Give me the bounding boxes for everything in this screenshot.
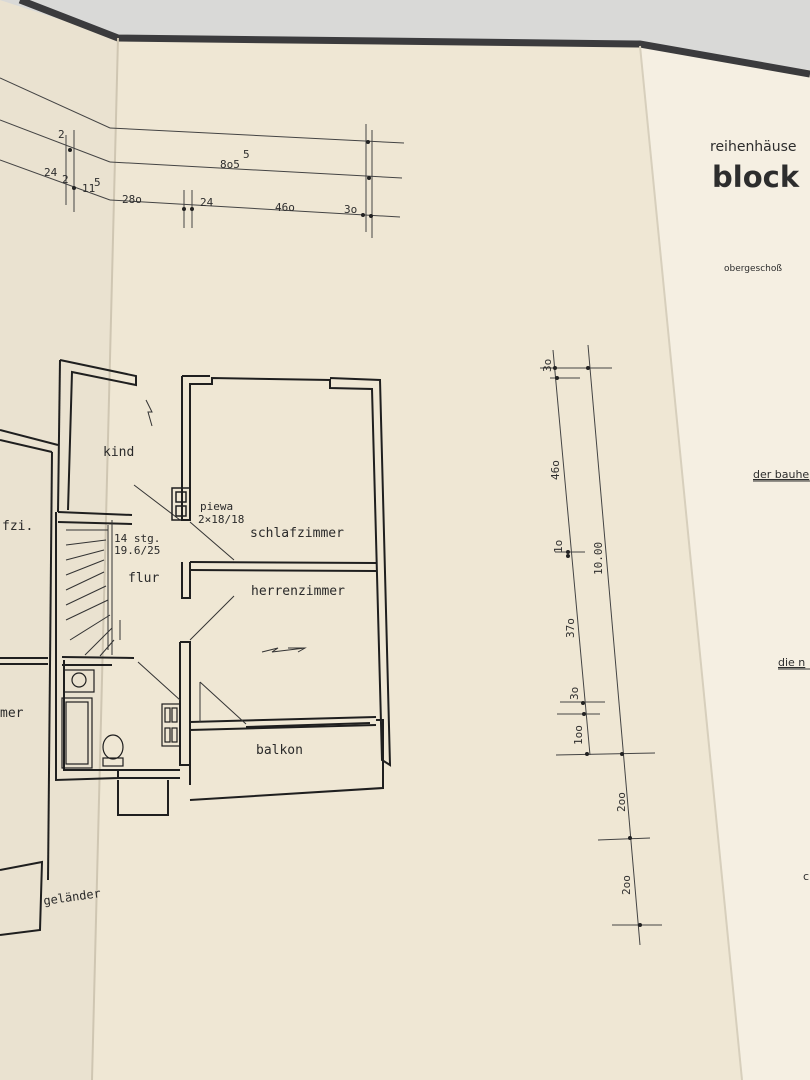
title-block: block <box>712 160 800 194</box>
dim-side-370: 37o <box>564 618 577 638</box>
top-dimension-lines <box>0 77 405 238</box>
room-label-stairs-size: 19.6/25 <box>114 544 160 557</box>
floor-plan-walls <box>0 359 392 936</box>
dim-side-1000: 10.00 <box>592 542 605 575</box>
side-note-bauherr: der bauhe <box>753 468 809 481</box>
room-label-piewa-size: 2×18/18 <box>198 513 244 526</box>
dim-805-sup: 5 <box>243 148 250 161</box>
room-label-herrenzimmer: herrenzimmer <box>251 584 345 599</box>
center-page-panel <box>92 38 742 1080</box>
dim-side-200a: 2oo <box>615 792 628 812</box>
dim-side-10: 1o <box>552 540 565 553</box>
dim-2: 2 <box>58 128 65 141</box>
side-note-c: c <box>803 870 809 883</box>
dim-805: 8o5 <box>220 158 240 171</box>
room-label-flur: flur <box>128 571 159 586</box>
room-label-kind: kind <box>103 445 134 460</box>
room-label-stairs: 14 stg. <box>114 532 160 545</box>
dim-side-100: 1oo <box>572 725 585 745</box>
dim-side-30: 3o <box>541 359 554 372</box>
chimney-piewa <box>171 487 191 521</box>
room-label-mer: mer <box>0 706 24 721</box>
fold-line-left <box>91 37 119 1080</box>
dim-2b: 2 <box>62 173 69 186</box>
dim-460: 46o <box>275 201 295 214</box>
paper-top-edge <box>18 0 810 78</box>
dim-115-sup: 5 <box>94 176 101 189</box>
room-label-fzi: fzi. <box>2 519 33 534</box>
room-label-schlafzimmer: schlafzimmer <box>250 526 344 541</box>
room-label-balkon: balkon <box>256 743 303 758</box>
title-reihenhaeuser: reihenhäuse <box>710 139 797 155</box>
dim-side-460: 46o <box>549 460 562 480</box>
dim-side-200b: 2oo <box>620 875 633 895</box>
floor-label: obergeschoß <box>724 264 782 274</box>
right-page-panel <box>640 46 810 1080</box>
dim-side-30b: 3o <box>568 687 581 700</box>
fold-line-right <box>639 45 743 1080</box>
side-dim-dots <box>553 366 642 927</box>
side-note-die: die n <box>778 656 805 669</box>
staircase <box>65 520 121 657</box>
dim-30: 3o <box>344 203 357 216</box>
electric-symbols <box>145 399 307 653</box>
dim-24: 24 <box>44 166 58 179</box>
dim-24b: 24 <box>200 196 214 209</box>
side-dimension-lines <box>540 344 662 946</box>
dim-280: 28o <box>122 193 142 206</box>
shadow-top <box>0 0 810 70</box>
room-label-piewa: piewa <box>200 500 233 513</box>
top-dim-dots <box>68 140 373 218</box>
dim-115: 11 <box>82 182 95 195</box>
bathroom-fixtures <box>61 669 181 769</box>
left-page-panel <box>0 0 118 1080</box>
